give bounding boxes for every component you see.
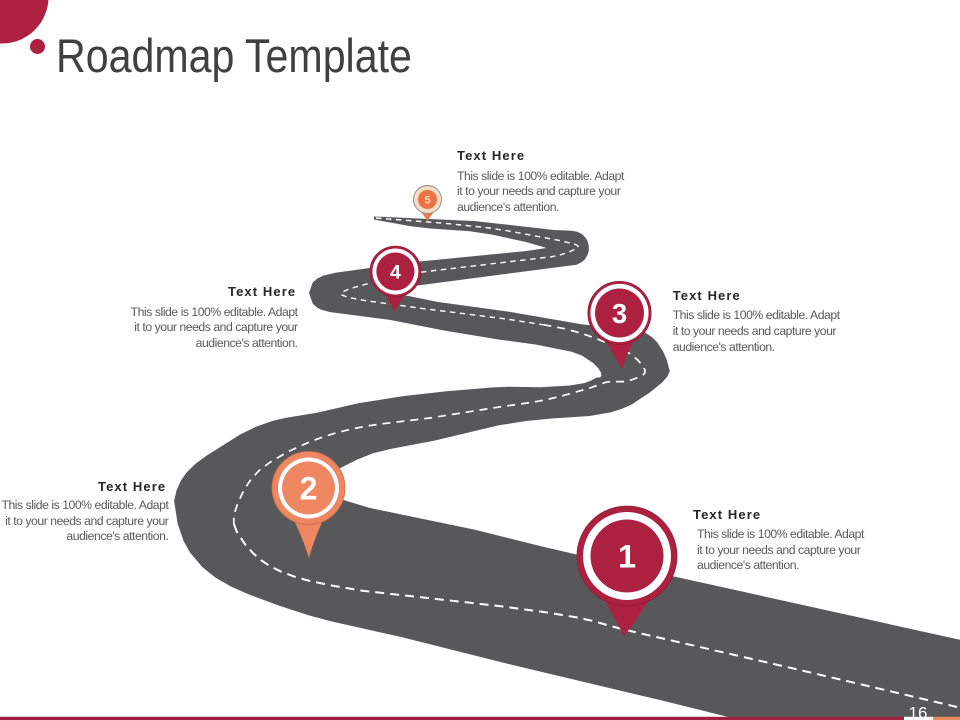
svg-text:5: 5: [424, 195, 430, 207]
svg-text:3: 3: [612, 298, 627, 329]
svg-text:2: 2: [300, 471, 318, 507]
svg-text:4: 4: [390, 262, 401, 284]
svg-text:16: 16: [909, 704, 928, 720]
svg-text:1: 1: [618, 539, 636, 575]
